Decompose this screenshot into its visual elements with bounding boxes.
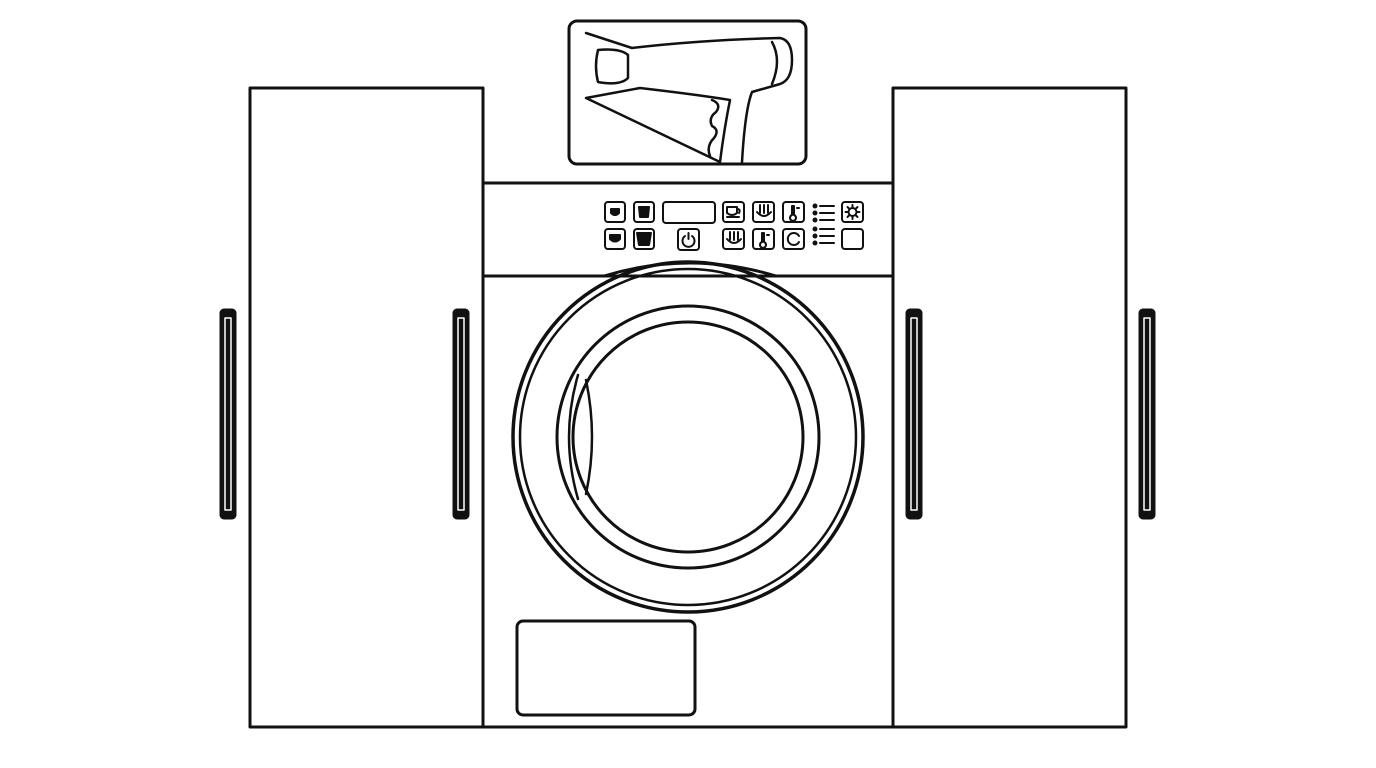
hair-dryer-icon [584, 31, 794, 164]
temperature-button[interactable] [782, 201, 805, 223]
steam-button[interactable] [752, 201, 775, 223]
left-inner-handle[interactable] [452, 308, 470, 520]
temperature-button-2[interactable] [752, 228, 775, 250]
small-cup-button[interactable] [604, 201, 626, 223]
right-cabinet [891, 86, 1128, 729]
handle-highlight [457, 317, 465, 511]
mug-button[interactable] [633, 228, 655, 250]
filter-cover[interactable] [515, 619, 697, 717]
right-outer-handle[interactable] [1138, 308, 1156, 520]
door-handle[interactable] [567, 373, 594, 501]
power-button[interactable] [677, 228, 700, 251]
display-screen [662, 201, 716, 224]
large-cup-button[interactable] [604, 228, 626, 250]
handle-highlight [1143, 317, 1151, 511]
cup-saucer-button[interactable] [722, 201, 745, 223]
control-panel [604, 201, 864, 251]
handle-highlight [910, 317, 918, 511]
level-list-icon [812, 226, 835, 246]
steam-button-2[interactable] [722, 228, 745, 250]
cup-button[interactable] [633, 201, 655, 223]
handle-highlight [224, 317, 232, 511]
left-cabinet [248, 86, 485, 729]
hair-dryer-panel[interactable] [567, 19, 808, 166]
washer-door[interactable] [511, 260, 865, 614]
blank-button[interactable] [841, 228, 864, 250]
settings-button[interactable] [841, 201, 864, 223]
refresh-button[interactable] [782, 228, 805, 250]
left-outer-handle[interactable] [219, 308, 237, 520]
washer-body [481, 181, 895, 729]
right-inner-handle[interactable] [905, 308, 923, 520]
level-list-icon [812, 203, 835, 223]
